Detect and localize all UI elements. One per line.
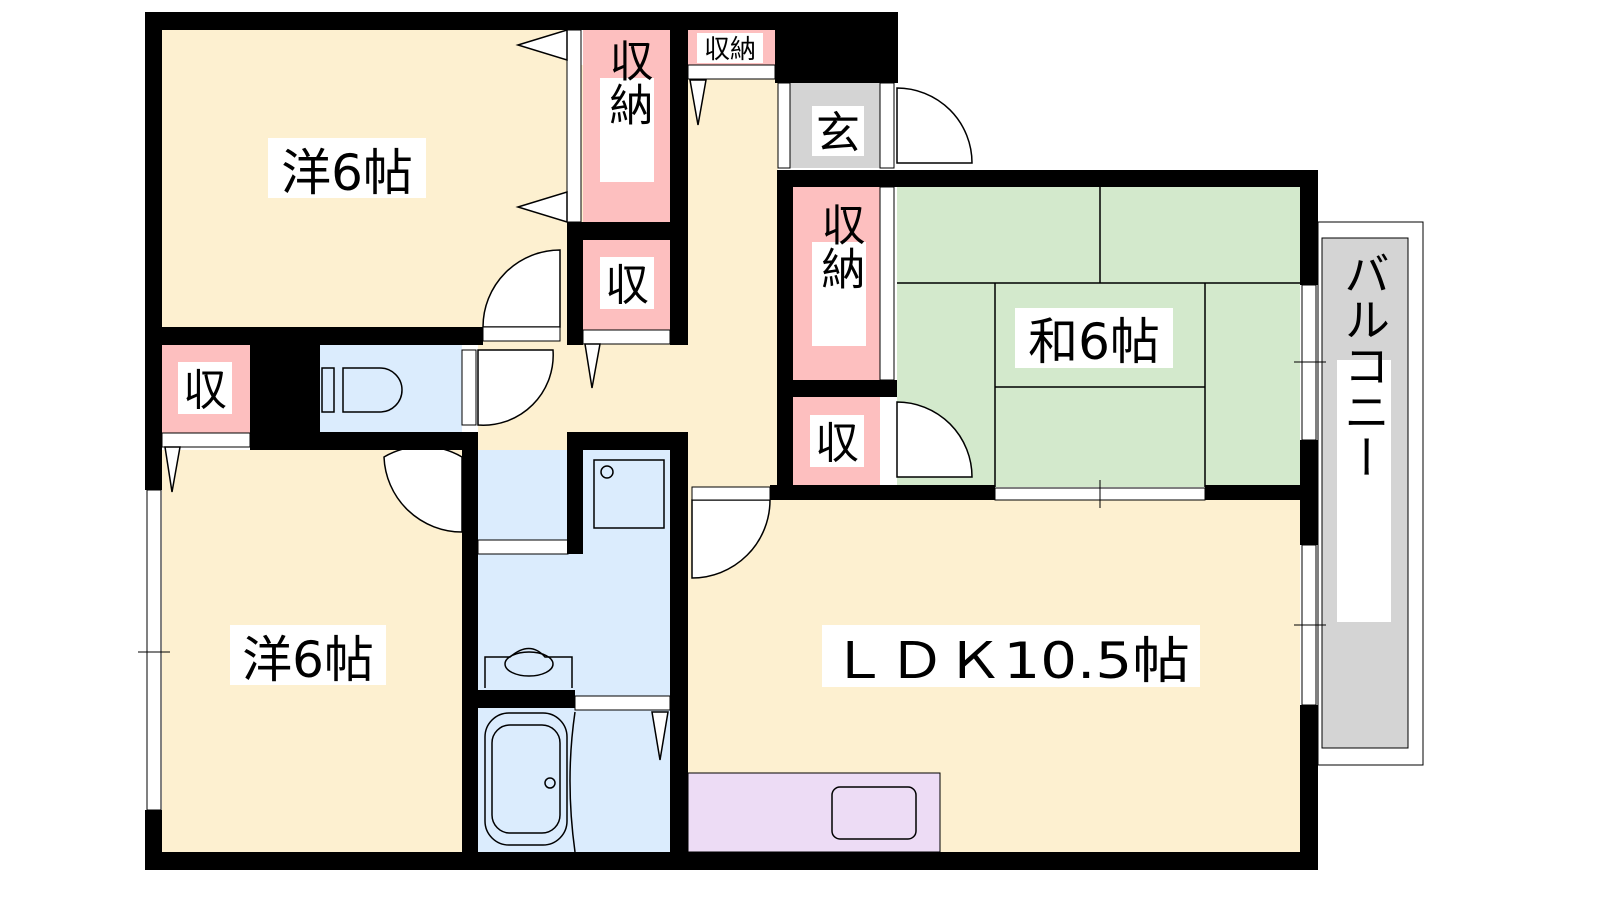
bathtub-icon (484, 711, 576, 853)
washbasin-icon (484, 647, 573, 688)
tatami-lines (897, 187, 1300, 487)
sliding-door (566, 29, 582, 223)
window (146, 489, 162, 811)
label-storage-small-1: 収 (605, 260, 649, 311)
walls (145, 12, 1318, 870)
door-swing (383, 87, 973, 579)
label-closet-main: 収納 (602, 38, 653, 126)
label-ldk: ＬＤＫ10.5帖 (830, 632, 1190, 690)
balcony (1317, 221, 1424, 766)
label-storage-small-3: 収 (815, 418, 859, 469)
label-balcony: バルコニー (1337, 250, 1391, 480)
washing-machine-icon (593, 459, 665, 529)
label-western-room-2: 洋6帖 (242, 631, 374, 689)
label-western-room-1: 洋6帖 (281, 144, 413, 202)
toilet-room (320, 345, 462, 432)
label-japanese-room: 和6帖 (1028, 313, 1160, 371)
sink-icon (831, 786, 917, 840)
label-closet-top: 収納 (704, 35, 756, 65)
toilet-icon (321, 367, 403, 413)
kitchen-counter (687, 772, 941, 853)
sliding-door (879, 186, 895, 381)
label-closet-japanese: 収納 (814, 202, 865, 290)
label-storage-small-2: 収 (183, 365, 227, 416)
label-entrance: 玄 (816, 108, 860, 159)
